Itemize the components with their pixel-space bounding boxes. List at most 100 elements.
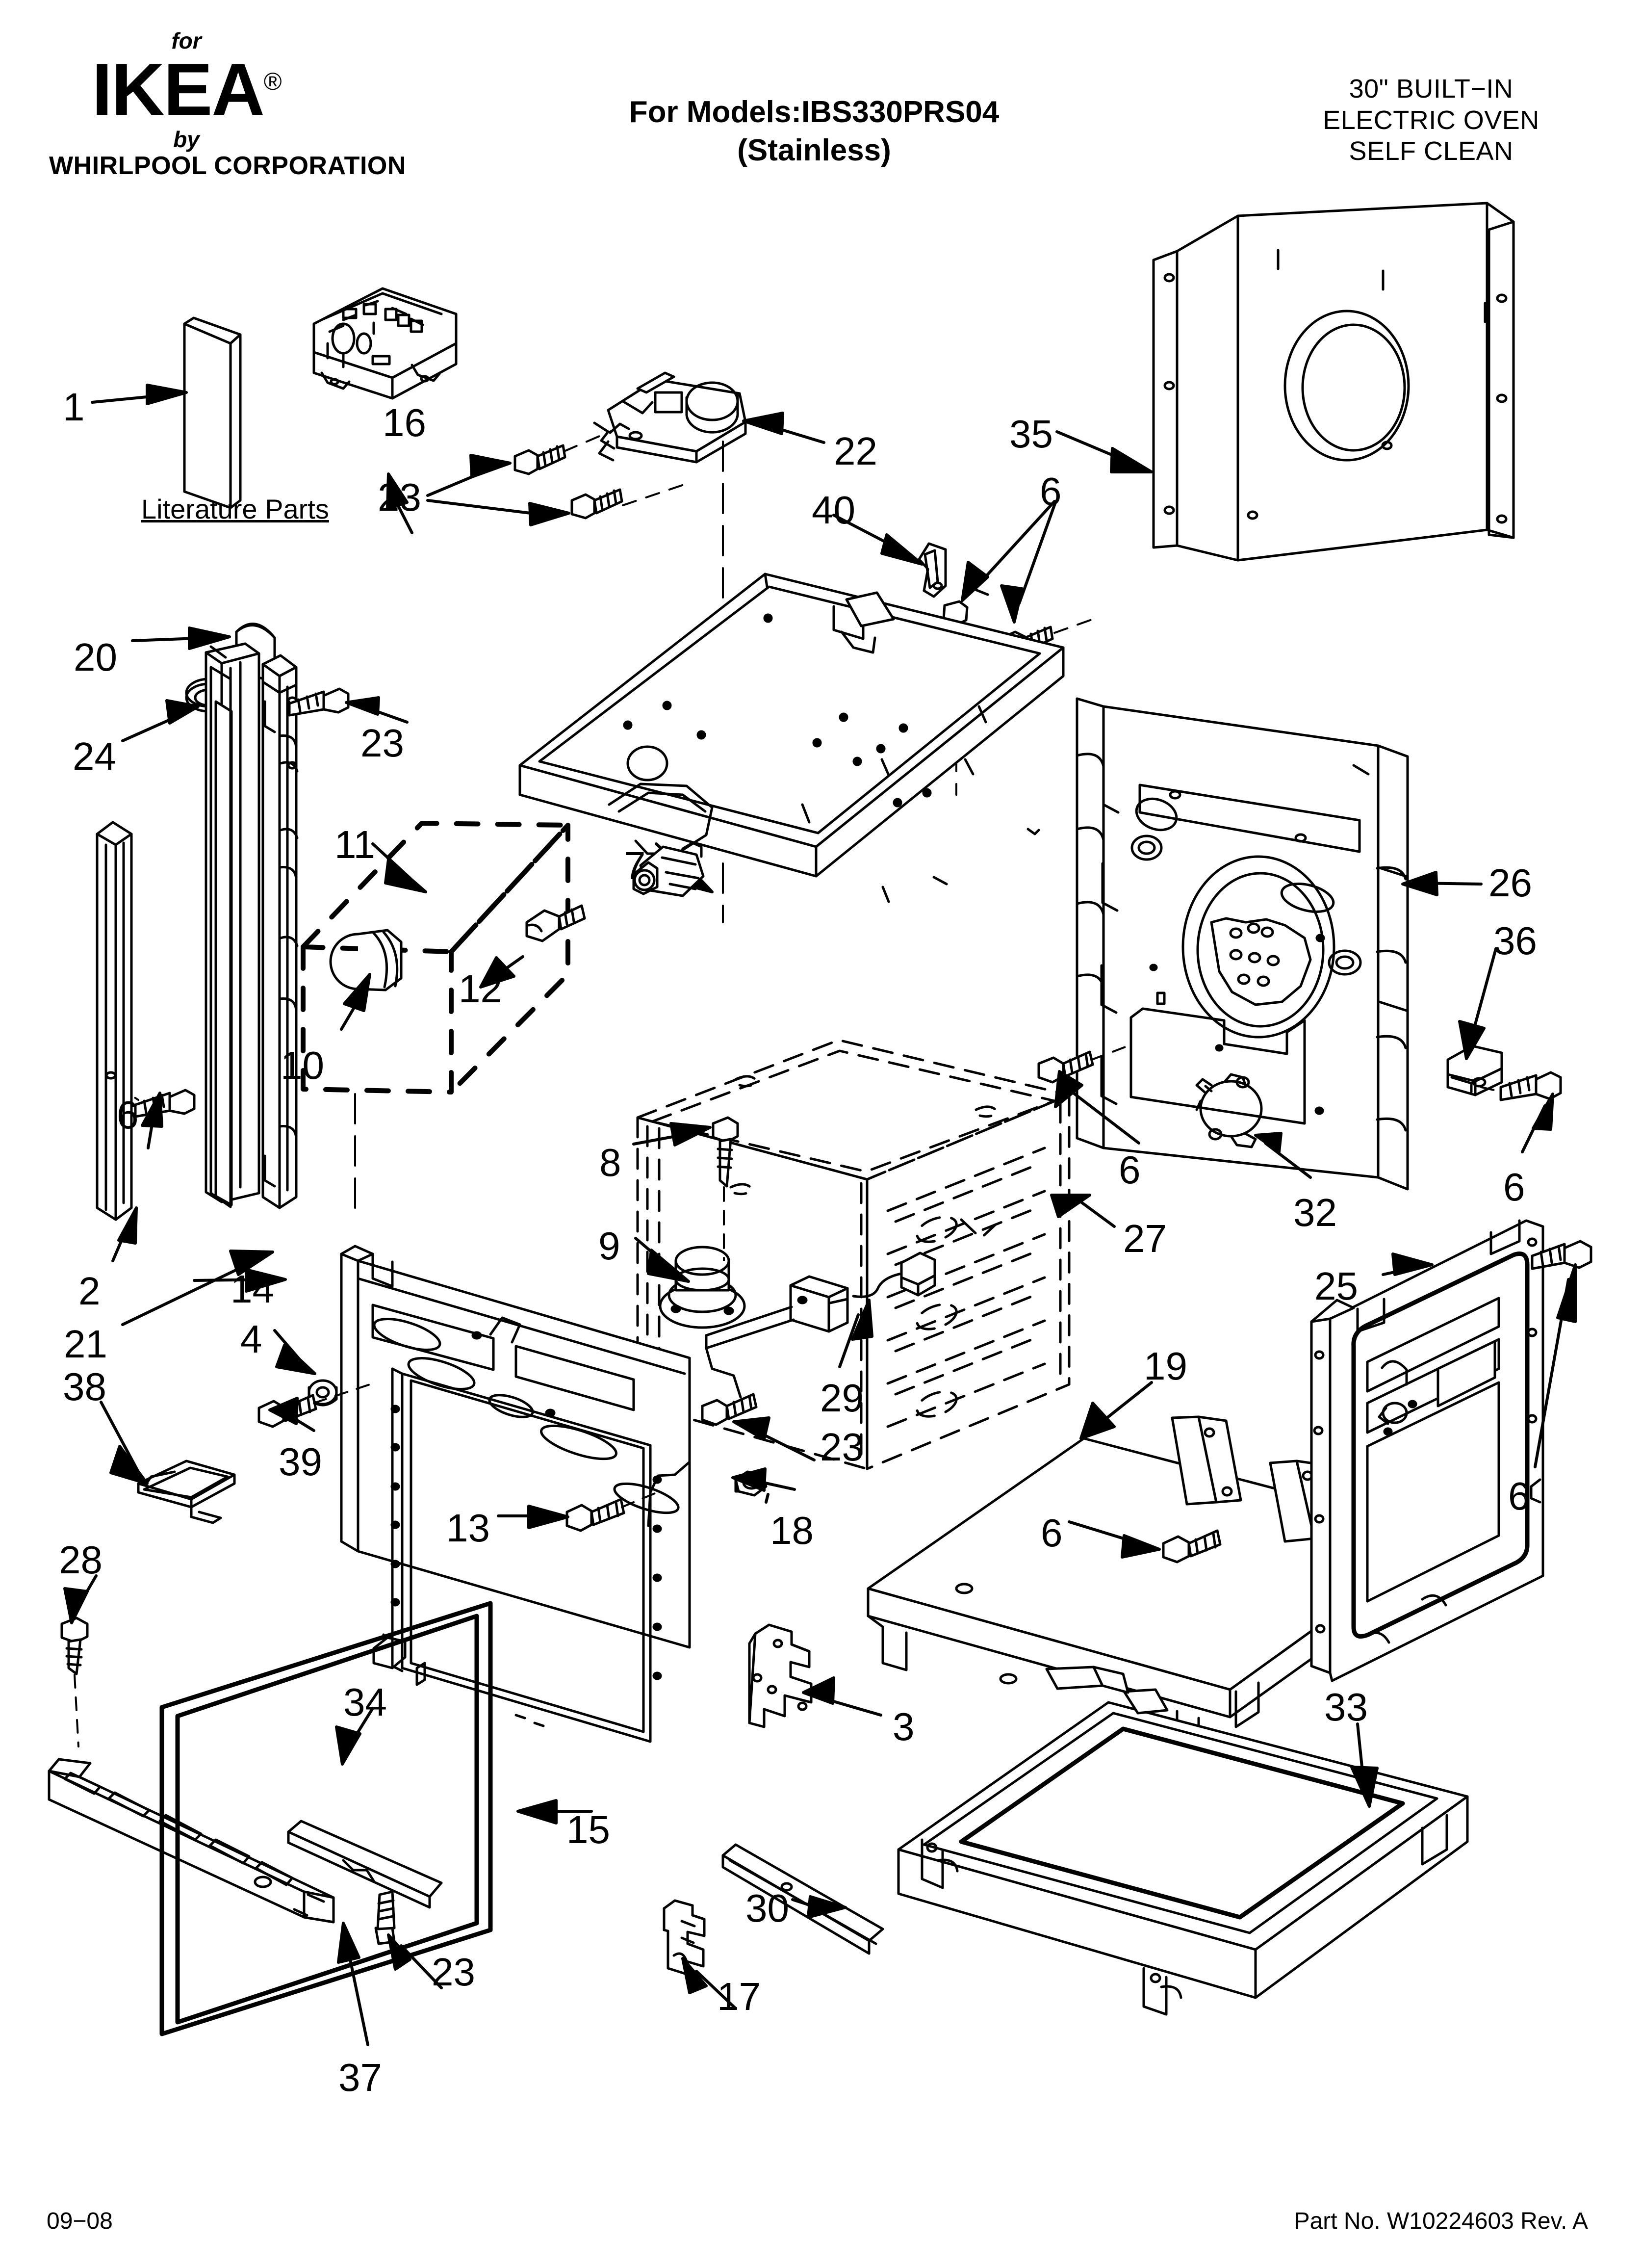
- part-side-rail-14: [214, 700, 233, 1206]
- callout-14: 14: [231, 1267, 274, 1311]
- part-connector-29: [705, 1251, 936, 1399]
- literature-parts-caption: Literature Parts: [141, 494, 329, 524]
- model-finish-line: (Stainless): [737, 133, 891, 167]
- part-screw-13: [565, 1498, 625, 1532]
- part-screw-6-bracket36: [1499, 1071, 1562, 1101]
- part-trim-strip-2: [96, 821, 133, 1221]
- part-bottom-pan-33: [897, 1666, 1469, 2016]
- part-thermostat-32: [1195, 1073, 1263, 1148]
- part-door-bracket-14: [340, 1245, 691, 1649]
- registered-trademark-icon: ®: [263, 68, 282, 95]
- part-door-gasket-frame-13: [372, 1367, 662, 1743]
- callout-32: 32: [1293, 1191, 1337, 1234]
- callout-10: 10: [281, 1043, 324, 1087]
- callout-38: 38: [63, 1365, 106, 1408]
- model-title-line: For Models:IBS330PRS04: [629, 95, 1000, 129]
- part-screw-23-top-b: [570, 488, 623, 520]
- callout-33: 33: [1324, 1685, 1368, 1729]
- callout-6-shield25: 6: [1508, 1474, 1530, 1518]
- product-description: 30" BUILT−IN ELECTRIC OVEN SELF CLEAN: [1274, 74, 1588, 167]
- callout-6-cavity: 6: [1119, 1148, 1141, 1192]
- callout-3: 3: [893, 1705, 915, 1748]
- callout-11: 11: [334, 823, 376, 866]
- product-description-line-2: ELECTRIC OVEN: [1323, 105, 1539, 135]
- callout-19: 19: [1144, 1344, 1187, 1388]
- callout-29: 29: [820, 1376, 864, 1420]
- callout-23-top: 23: [378, 475, 421, 519]
- logo-for-text: for: [171, 28, 202, 53]
- product-description-line-3: SELF CLEAN: [1349, 136, 1514, 166]
- part-literature-manual: [183, 316, 242, 509]
- page-title: For Models:IBS330PRS04 (Stainless): [471, 93, 1157, 169]
- part-screw-23-cavity: [701, 1393, 758, 1426]
- callout-8: 8: [599, 1141, 621, 1184]
- callout-30: 30: [745, 1886, 789, 1930]
- part-bulkhead-26: [1076, 697, 1409, 1191]
- callout-35: 35: [1009, 412, 1053, 456]
- callout-6-left: 6: [117, 1093, 139, 1137]
- part-number: Part No. W10224603 Rev. A: [1294, 2208, 1588, 2234]
- part-screw-8: [712, 1116, 739, 1188]
- callout-28: 28: [59, 1538, 103, 1582]
- callout-6-bracket36: 6: [1503, 1165, 1525, 1209]
- callout-1: 1: [63, 385, 85, 429]
- callout-12: 12: [459, 967, 502, 1011]
- part-back-panel-35: [1152, 202, 1515, 562]
- part-bracket-3: [748, 1623, 813, 1728]
- callout-22: 22: [834, 429, 877, 473]
- callout-25: 25: [1314, 1264, 1358, 1308]
- callout-20: 20: [74, 635, 117, 679]
- callout-18: 18: [770, 1509, 814, 1552]
- part-screw-23-bottom: [374, 1890, 396, 1945]
- part-latch-bar-34: [287, 1820, 443, 1909]
- callout-2: 2: [78, 1269, 101, 1313]
- ikea-logo: for IKEA® by WHIRLPOOL CORPORATION: [49, 28, 406, 180]
- logo-brand-word: IKEA: [92, 48, 264, 130]
- callout-24: 24: [73, 734, 116, 778]
- callout-9: 9: [598, 1224, 620, 1268]
- part-trim-30: [721, 1843, 884, 1955]
- part-door-gasket-15: [159, 1601, 493, 2036]
- callout-13: 13: [446, 1506, 490, 1550]
- callout-16: 16: [383, 401, 426, 444]
- callout-39: 39: [279, 1440, 322, 1484]
- part-support-rail-11: [209, 666, 232, 1208]
- callout-6-panel19: 6: [1041, 1511, 1063, 1555]
- part-clip-40: [918, 542, 947, 598]
- callout-23-bottom: 23: [432, 1950, 475, 1994]
- callout-15: 15: [566, 1808, 610, 1851]
- part-oven-frame-rail: [261, 654, 299, 1209]
- part-screw-6-panel19: [1162, 1529, 1222, 1564]
- callout-40: 40: [812, 488, 855, 532]
- part-blower-bracket-22: [593, 371, 747, 464]
- logo-by-text: by: [173, 127, 200, 152]
- part-lamp-socket-12: [525, 904, 586, 942]
- callout-37: 37: [338, 2056, 382, 2099]
- part-screw-28: [60, 1616, 89, 1675]
- part-control-board: [312, 287, 458, 400]
- callout-27: 27: [1123, 1217, 1167, 1260]
- part-clip-17: [663, 1899, 706, 1976]
- part-module-38: [137, 1460, 236, 1524]
- revision-date: 09−08: [47, 2208, 113, 2234]
- callout-7: 7: [624, 844, 646, 887]
- callout-36: 36: [1493, 919, 1537, 963]
- part-screw-23-top-a: [513, 444, 566, 475]
- part-heat-shield-25: [1310, 1219, 1544, 1682]
- logo-brand-text: IKEA®: [92, 52, 282, 127]
- callout-23-cavity: 23: [820, 1425, 864, 1469]
- callout-26: 26: [1488, 861, 1532, 905]
- callout-23-rail: 23: [360, 721, 404, 765]
- part-screw-23-rail: [288, 687, 350, 717]
- part-lamp-receptacle-11: [632, 841, 705, 897]
- part-bracket-36: [1446, 1044, 1503, 1096]
- callout-17: 17: [717, 1975, 761, 2018]
- callout-6-top: 6: [1040, 469, 1062, 513]
- callout-34: 34: [343, 1680, 387, 1724]
- part-sensor-mount-9: [659, 1246, 746, 1329]
- callout-21: 21: [64, 1322, 107, 1366]
- part-screw-6-left: [134, 1089, 196, 1118]
- part-screw-6-shield25: [1531, 1240, 1592, 1270]
